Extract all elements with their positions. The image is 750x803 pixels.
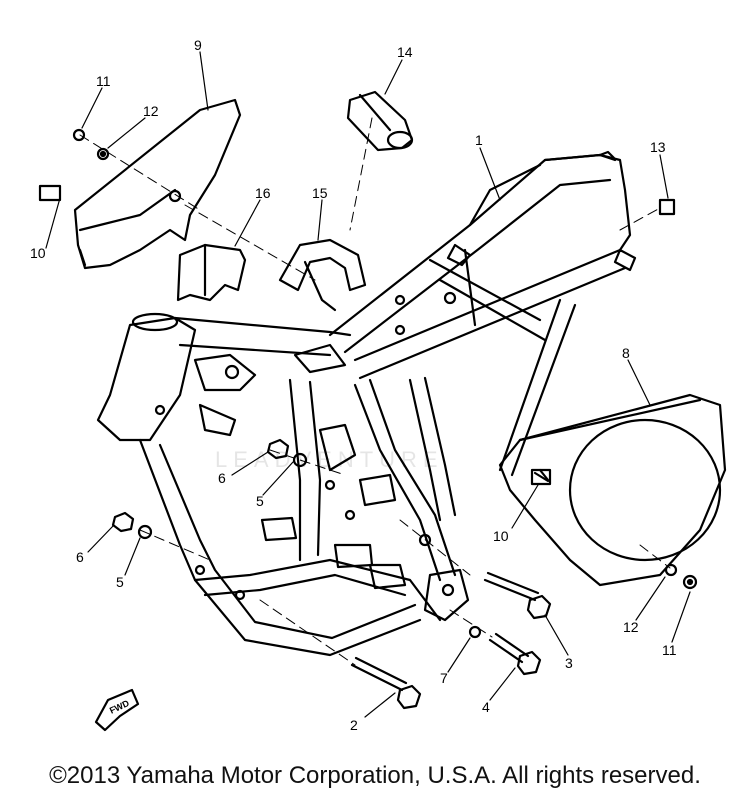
side-cover-right xyxy=(498,393,727,587)
callout-11-upper: 11 xyxy=(96,73,111,89)
callout-6-lower: 6 xyxy=(76,549,84,565)
callout-5-lower: 5 xyxy=(116,574,124,590)
copyright-notice: ©2013 Yamaha Motor Corporation, U.S.A. A… xyxy=(49,762,701,789)
hardware xyxy=(111,198,698,710)
callout-13: 13 xyxy=(650,139,666,155)
forward-arrow-icon: FWD xyxy=(94,688,140,732)
callout-5-upper: 5 xyxy=(256,493,264,509)
clamp-15 xyxy=(278,238,367,312)
callout-4: 4 xyxy=(482,699,490,715)
callout-6-upper: 6 xyxy=(218,470,226,486)
frame-exploded-diagram: FWD 1 2 3 4 5 5 6 6 7 8 9 10 10 11 11 12… xyxy=(30,37,727,733)
callout-10-right: 10 xyxy=(493,528,509,544)
callout-3: 3 xyxy=(565,655,573,671)
callout-12-lower: 12 xyxy=(623,619,639,635)
callout-11-lower: 11 xyxy=(662,642,677,658)
cover-16 xyxy=(176,243,247,302)
callout-14: 14 xyxy=(397,44,413,60)
callout-16: 16 xyxy=(255,185,271,201)
decal-left xyxy=(38,184,62,202)
callout-8: 8 xyxy=(622,345,630,361)
callout-1: 1 xyxy=(475,132,483,148)
leader-lines xyxy=(45,51,691,718)
callout-7: 7 xyxy=(440,670,448,686)
callout-10-left: 10 xyxy=(30,245,46,261)
callout-2: 2 xyxy=(350,717,358,733)
main-frame xyxy=(96,150,637,657)
alignment-lines xyxy=(79,117,671,666)
bolt-11-upper xyxy=(72,128,110,161)
callout-15: 15 xyxy=(312,185,328,201)
callout-9: 9 xyxy=(194,37,202,53)
side-cover-upper xyxy=(73,98,242,270)
rubber-bushing xyxy=(346,90,414,152)
callout-12-upper: 12 xyxy=(143,103,159,119)
